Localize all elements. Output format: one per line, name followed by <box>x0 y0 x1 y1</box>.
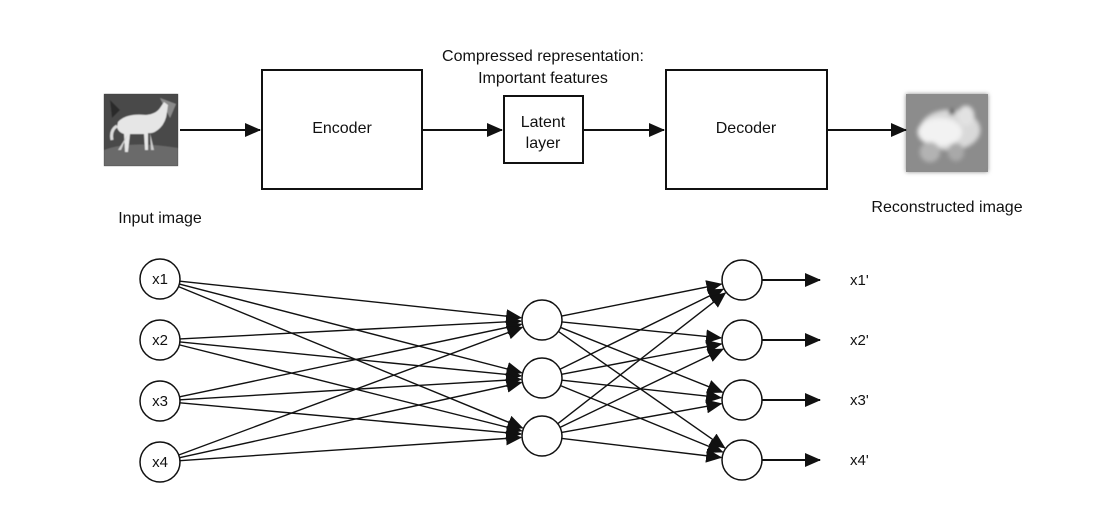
input-node <box>139 441 181 483</box>
hidden-node <box>521 415 563 457</box>
edge-h3-y3 <box>561 399 723 434</box>
network-edges <box>178 280 727 463</box>
compressed-caption-line1: Compressed representation: <box>442 48 644 65</box>
edge-x1-h1 <box>179 280 523 324</box>
output-node-label: x2' <box>850 332 869 349</box>
edge-x1-h3 <box>178 285 524 429</box>
input-node-label: x1 <box>152 271 168 288</box>
edge-x2-h2 <box>179 341 523 382</box>
input-node-label: x3 <box>152 393 168 410</box>
edge-x4-h2 <box>179 378 523 459</box>
edge-h1-y1 <box>561 280 723 317</box>
encoder-box <box>261 69 423 190</box>
network-nodes: x1 x2 x3 x4 x1' x2' x3' x4' <box>139 258 869 483</box>
edge-h3-y1 <box>557 292 727 425</box>
edge-x1-h2 <box>179 283 523 376</box>
reconstructed-image <box>906 94 988 172</box>
edge-h1-y4 <box>557 330 726 449</box>
input-image-label: Input image <box>118 210 202 227</box>
output-node-label: x4' <box>850 452 869 469</box>
input-node-label: x4 <box>152 454 168 471</box>
edge-x4-h3 <box>179 431 523 462</box>
encoder-label: Encoder <box>312 120 372 137</box>
latent-label-line2: layer <box>526 135 561 152</box>
decoder-label: Decoder <box>716 120 777 137</box>
input-node <box>139 319 181 361</box>
edge-x3-h3 <box>179 402 523 440</box>
edge-h2-y1 <box>559 288 725 370</box>
input-image <box>104 94 178 166</box>
compressed-caption-line2: Important features <box>478 70 608 87</box>
edge-h2-y4 <box>560 384 724 453</box>
latent-label-line1: Latent <box>521 114 566 131</box>
decoder-box <box>665 69 828 190</box>
edge-x2-h1 <box>179 314 523 340</box>
output-node-label: x1' <box>850 272 869 289</box>
output-node <box>721 439 763 481</box>
edge-h1-y3 <box>560 326 724 394</box>
output-node-label: x3' <box>850 392 869 409</box>
reconstructed-image-label: Reconstructed image <box>871 199 1022 216</box>
edge-h3-y2 <box>559 348 724 428</box>
input-node-label: x2 <box>152 332 168 349</box>
edge-x3-h1 <box>179 320 523 398</box>
edge-h3-y4 <box>561 437 723 463</box>
output-node <box>721 379 763 421</box>
input-node <box>139 258 181 300</box>
edge-x3-h2 <box>179 373 523 401</box>
hidden-node <box>521 299 563 341</box>
hidden-node <box>521 357 563 399</box>
output-node <box>721 319 763 361</box>
input-node <box>139 380 181 422</box>
edge-x4-h1 <box>178 325 524 456</box>
edge-x2-h3 <box>179 344 523 435</box>
output-node <box>721 259 763 301</box>
